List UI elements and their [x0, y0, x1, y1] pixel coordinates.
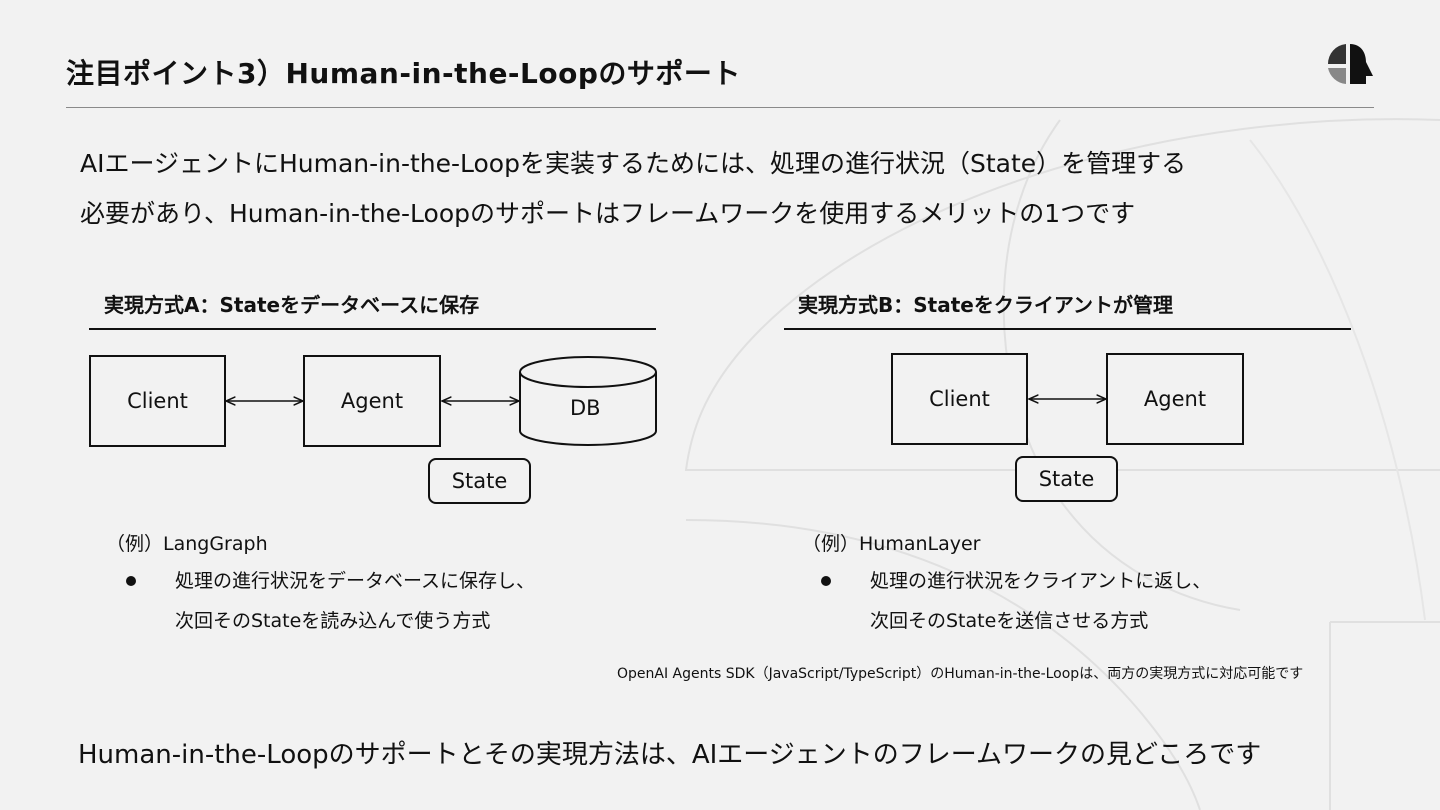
method-a-bullet-dot: [126, 576, 136, 586]
method-a-bullet-line-1: 処理の進行状況をデータベースに保存し、: [175, 570, 536, 592]
client-node-b: Client: [891, 353, 1028, 445]
method-b-example: （例）HumanLayer: [802, 533, 981, 555]
method-a-divider: [89, 328, 656, 330]
method-b-bullet-line-2: 次回そのStateを送信させる方式: [870, 610, 1149, 632]
agent-node-a: Agent: [303, 355, 441, 447]
method-b-divider: [784, 328, 1351, 330]
bottom-message: Human-in-the-Loopのサポートとその実現方法は、AIエージェントの…: [78, 740, 1262, 770]
brand-logo-icon: [1327, 44, 1373, 84]
method-b-bullet-dot: [821, 576, 831, 586]
state-node-a: State: [428, 458, 531, 504]
method-a-example: （例）LangGraph: [106, 533, 268, 555]
lead-text-line-2: 必要があり、Human-in-the-Loopのサポートはフレームワークを使用す…: [80, 199, 1136, 228]
method-a-heading: 実現方式A：Stateをデータベースに保存: [104, 293, 480, 317]
lead-text-line-1: AIエージェントにHuman-in-the-Loopを実装するためには、処理の進…: [80, 149, 1187, 178]
method-b-bullet-line-1: 処理の進行状況をクライアントに返し、: [870, 570, 1212, 592]
slide-title: 注目ポイント3）Human-in-the-Loopのサポート: [66, 57, 741, 90]
agent-node-b: Agent: [1106, 353, 1244, 445]
footnote: OpenAI Agents SDK（JavaScript/TypeScript）…: [617, 666, 1304, 682]
title-divider: [66, 107, 1374, 108]
method-b-heading: 実現方式B：Stateをクライアントが管理: [798, 293, 1174, 317]
method-a-bullet-line-2: 次回そのStateを読み込んで使う方式: [175, 610, 491, 632]
db-node-label: DB: [570, 396, 601, 420]
state-node-b: State: [1015, 456, 1118, 502]
client-node-a: Client: [89, 355, 226, 447]
